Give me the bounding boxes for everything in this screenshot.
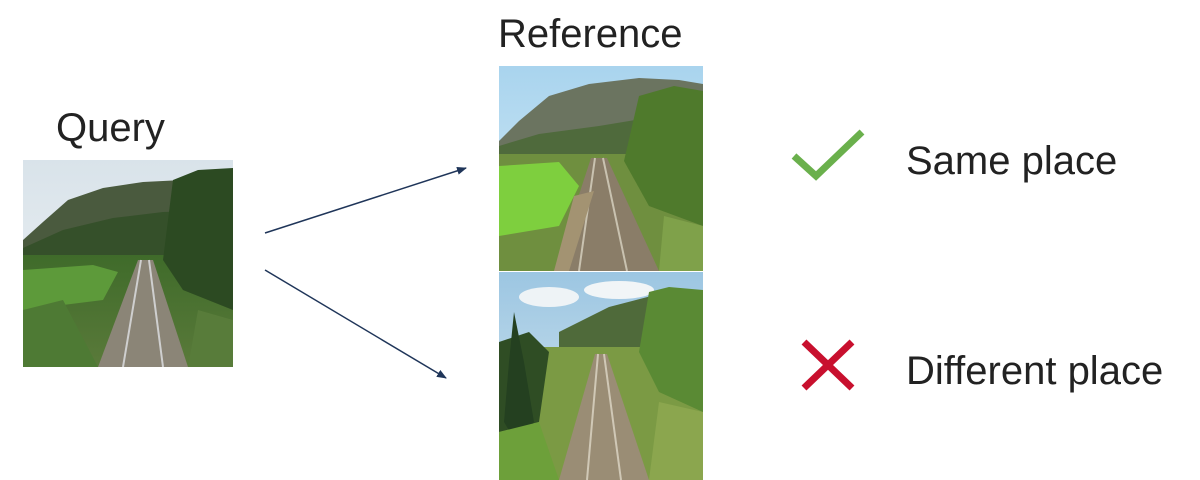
same-place-label: Same place: [906, 139, 1118, 183]
check-icon: [791, 129, 865, 181]
different-place-label: Different place: [906, 349, 1164, 393]
query-image: [23, 160, 233, 367]
reference-image-different: [499, 272, 703, 480]
arrow-to-reference-different: [264, 269, 447, 379]
cross-icon: [801, 339, 855, 391]
query-title: Query: [56, 106, 165, 150]
arrow-to-reference-same: [264, 166, 467, 234]
reference-image-same: [499, 66, 703, 271]
reference-title: Reference: [498, 12, 683, 56]
